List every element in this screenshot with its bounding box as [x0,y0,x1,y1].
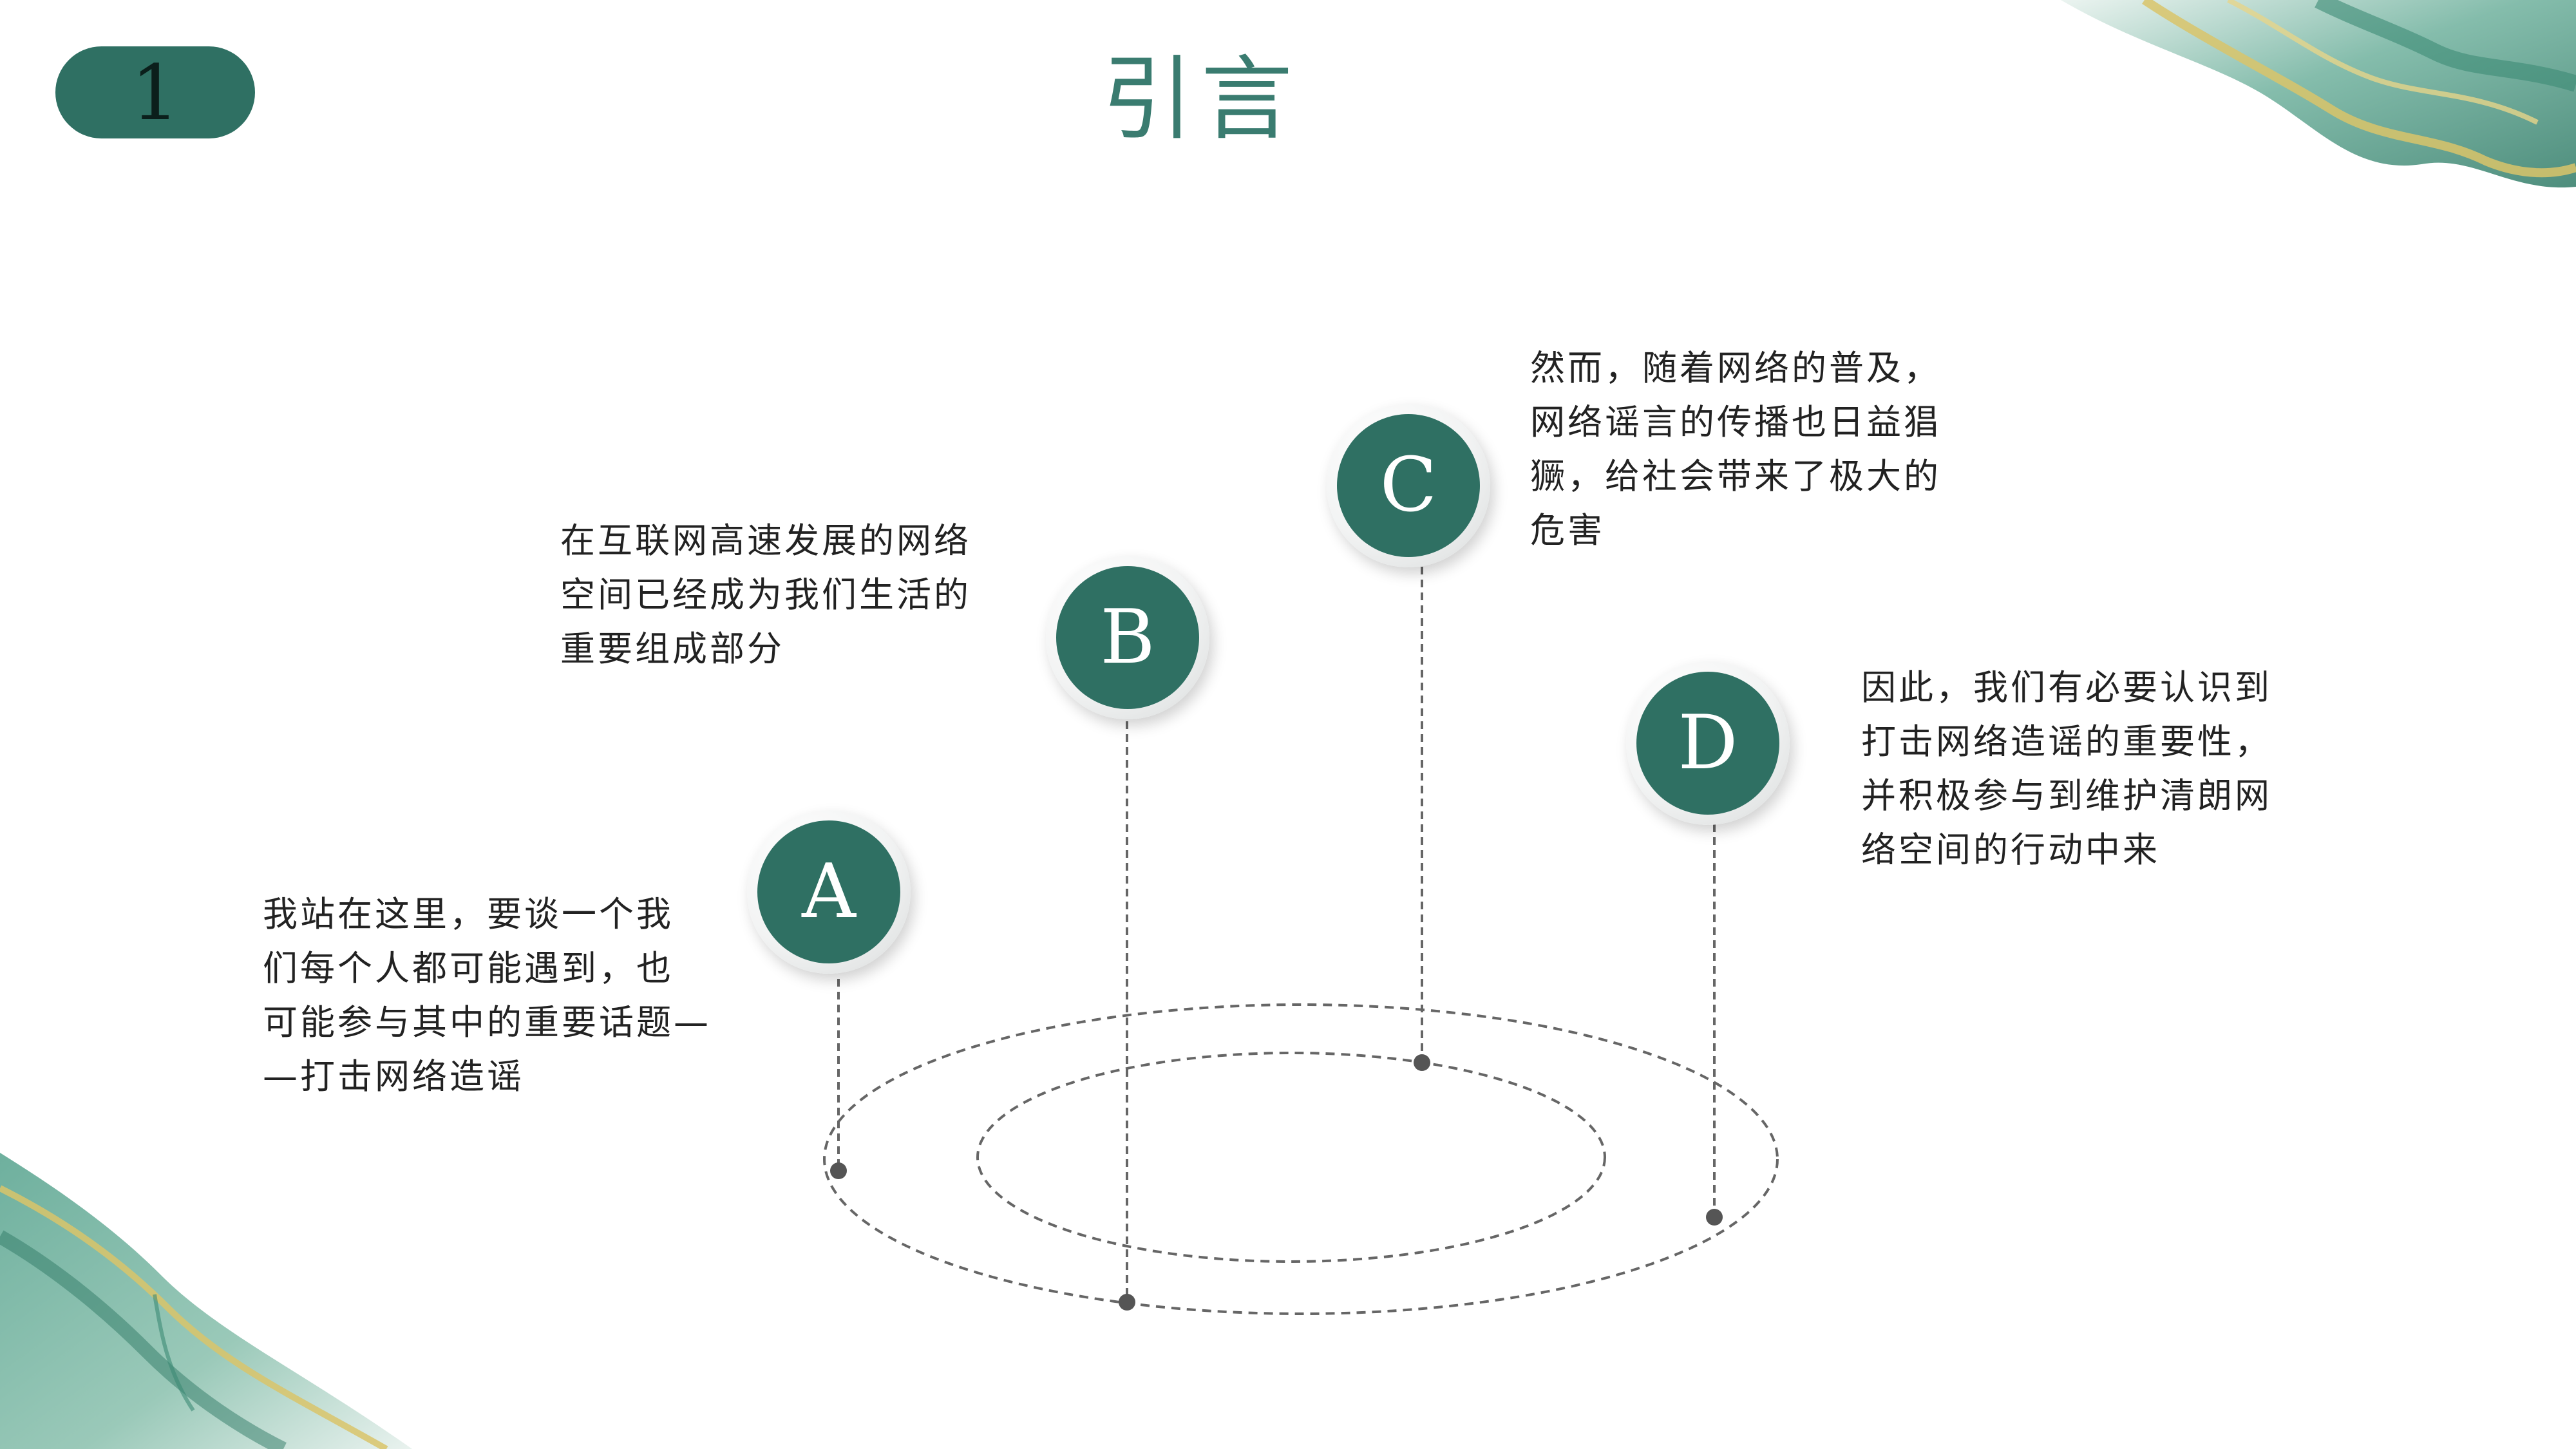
text-a-line-3: 可能参与其中的重要话题— [263,1002,711,1043]
inner-orbit [976,1052,1606,1263]
text-d-line-2: 打击网络造谣的重要性， [1861,721,2272,762]
text-d-line-3: 并积极参与到维护清朗网 [1861,775,2272,816]
decorative-wash-bottom-left [0,1153,412,1449]
text-b-line-1: 在互联网高速发展的网络 [560,520,971,561]
node-a: A [747,810,911,974]
text-a-line-1: 我站在这里，要谈一个我 [263,894,674,934]
orbit-dot-a [830,1162,847,1179]
outer-orbit [823,1003,1779,1315]
text-block-c: 然而，随着网络的普及， 网络谣言的传播也日益猖 獗，给社会带来了极大的 危害 [1530,341,1941,558]
text-b-line-2: 空间已经成为我们生活的 [560,574,971,615]
orbit-dot-b [1119,1294,1135,1311]
text-block-d: 因此，我们有必要认识到 打击网络造谣的重要性， 并积极参与到维护清朗网 络空间的… [1861,661,2272,877]
node-c: C [1327,404,1490,567]
text-c-line-1: 然而，随着网络的普及， [1530,348,1941,388]
text-c-line-3: 獗，给社会带来了极大的 [1530,456,1941,497]
text-a-line-4: —打击网络造谣 [263,1056,524,1097]
text-a-line-2: 们每个人都可能遇到，也 [263,948,674,989]
node-d-letter: D [1636,672,1779,815]
orbit-dot-c [1414,1054,1430,1071]
decorative-wash-top-right [2061,0,2576,188]
node-a-letter: A [757,820,900,963]
text-c-line-4: 危害 [1530,510,1605,551]
node-c-letter: C [1337,414,1480,557]
text-block-a: 我站在这里，要谈一个我 们每个人都可能遇到，也 可能参与其中的重要话题— —打击… [263,887,711,1104]
text-d-line-4: 络空间的行动中来 [1861,829,2160,870]
orbit-dot-d [1706,1209,1723,1226]
page-number: 1 [131,48,180,137]
text-c-line-2: 网络谣言的传播也日益猖 [1530,402,1941,442]
page-number-badge: 1 [55,46,255,138]
node-d: D [1626,661,1790,825]
node-b: B [1046,556,1209,719]
node-b-letter: B [1056,566,1199,709]
slide-title: 引言 [1102,46,1300,153]
text-b-line-3: 重要组成部分 [560,629,784,669]
text-block-b: 在互联网高速发展的网络 空间已经成为我们生活的 重要组成部分 [560,514,971,676]
text-d-line-1: 因此，我们有必要认识到 [1861,667,2272,708]
